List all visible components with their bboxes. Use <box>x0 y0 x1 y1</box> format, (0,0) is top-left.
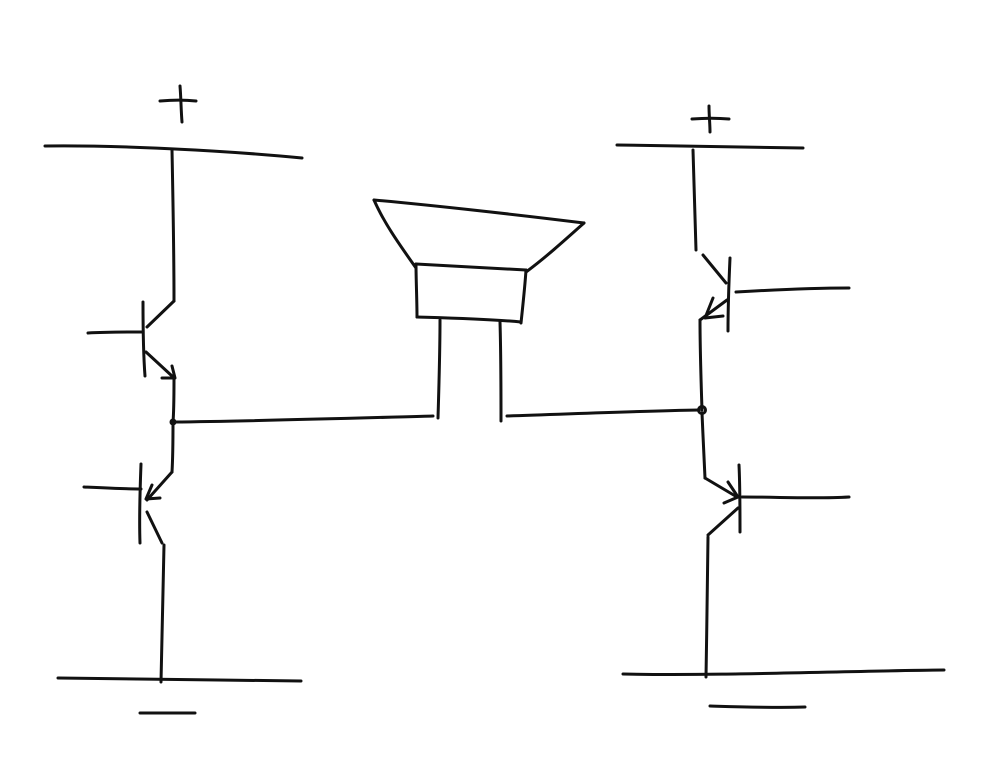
right-lower-emitter-wire <box>700 411 707 480</box>
left-stage <box>43 84 435 715</box>
left-supply-plus-symbol <box>158 84 198 124</box>
left-upper-transistor <box>86 299 177 380</box>
right-supply-rail <box>615 143 805 150</box>
left-lower-emitter-wire <box>170 420 175 474</box>
left-lower-transistor <box>82 462 174 545</box>
right-ground-rail <box>621 668 946 676</box>
left-output-wire <box>171 414 435 424</box>
right-emitter-wire <box>698 318 704 412</box>
left-upper-collector-wire <box>170 148 176 303</box>
right-output-wire <box>505 408 701 418</box>
right-ground-wire <box>704 535 710 679</box>
speaker-icon <box>372 198 586 423</box>
right-supply-plus-symbol <box>690 104 731 134</box>
left-emitter-wire <box>171 375 176 424</box>
left-supply-rail <box>43 144 304 160</box>
right-upper-collector-wire <box>691 148 698 252</box>
right-ground-minus-symbol <box>708 704 807 709</box>
right-lower-transistor <box>703 463 851 537</box>
left-ground-rail <box>56 676 303 683</box>
right-upper-transistor <box>698 253 851 333</box>
right-stage <box>505 104 946 709</box>
left-ground-wire <box>159 543 166 684</box>
